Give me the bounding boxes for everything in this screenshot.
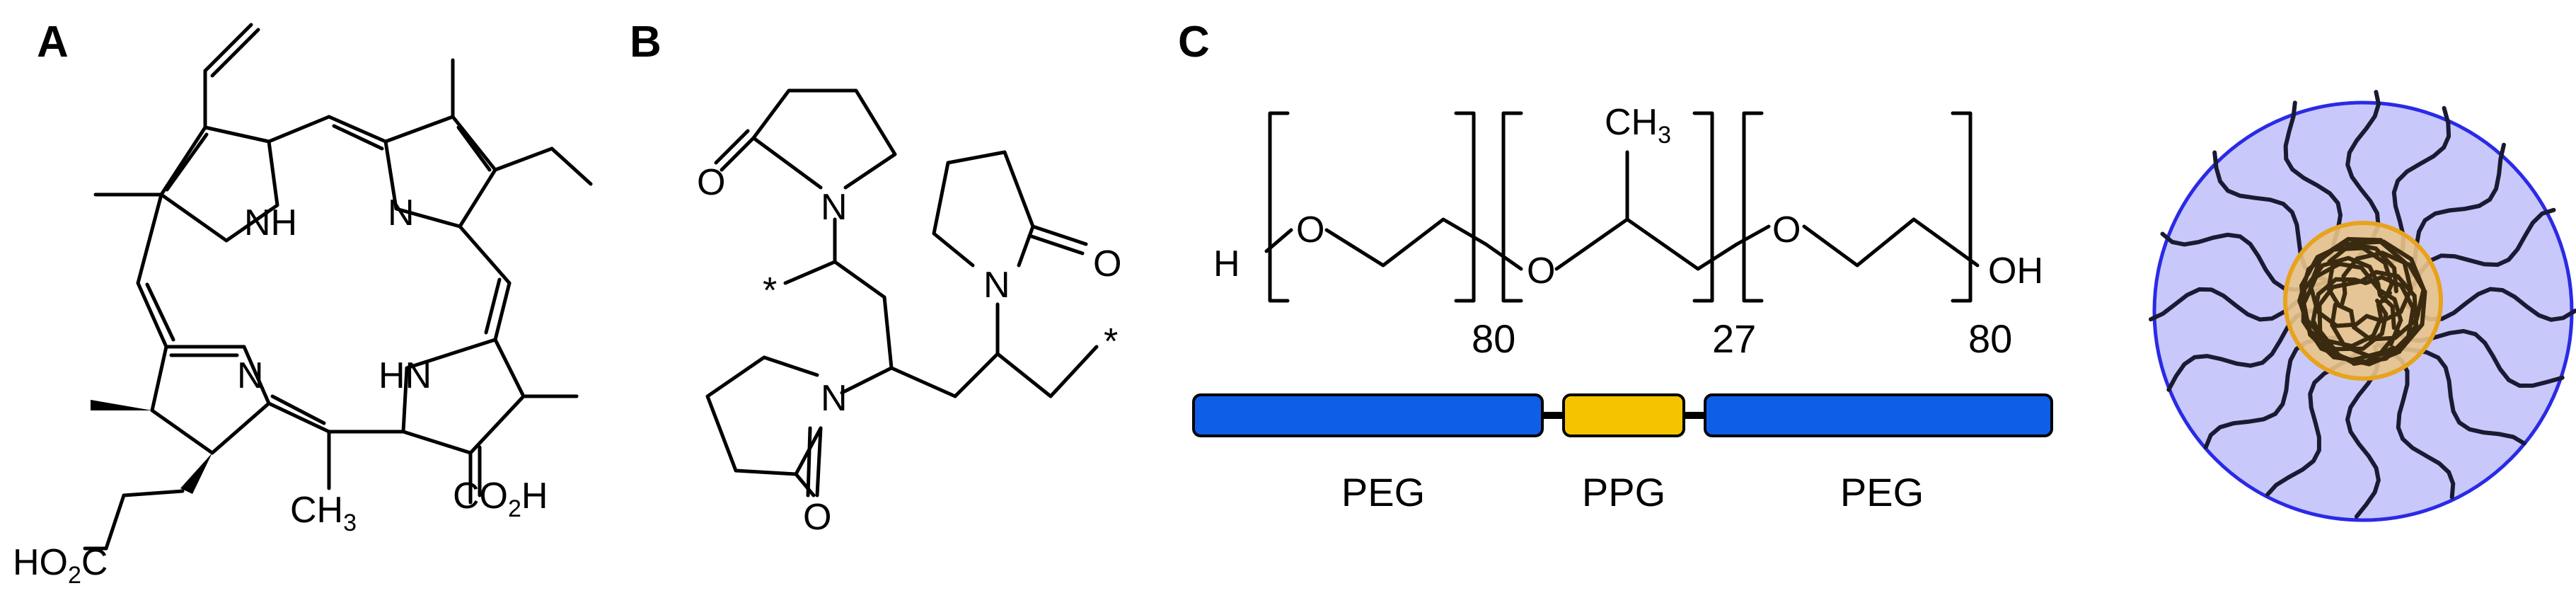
poloxamer-structure [1264,111,1980,303]
peg-label-left: PEG [1341,470,1425,514]
atom-n-top: N [388,192,415,234]
panel-label-a: A [37,18,69,67]
micelle-diagram [2149,90,2576,522]
ppg-block [1562,393,1685,437]
atom-c-o1: O [1296,209,1324,251]
atom-b-n1: N [821,187,848,228]
atom-b-o2: O [1093,243,1121,284]
atom-co2h: CO2H [453,476,548,522]
pvp-structure [705,88,1099,497]
peg-label-right: PEG [1840,470,1924,514]
atom-c-ch3: CH3 [1605,102,1671,149]
atom-b-o1: O [697,162,725,203]
atom-n-bottom: N [237,355,264,396]
atom-ch3: CH3 [290,490,357,536]
atom-b-n2: N [983,265,1010,306]
atom-b-o3: O [803,497,831,538]
ppg-label: PPG [1582,470,1665,514]
atom-b-star2: * [1104,321,1118,362]
atom-hn-bottom: HN [379,355,432,396]
atom-c-o3: O [1772,209,1801,251]
micelle-core-chains [2297,236,2427,367]
atom-b-n3: N [821,378,848,419]
atom-nh-top: NH [244,202,297,243]
block-copolymer-bar [1192,393,2053,437]
peg-block-right [1704,393,2053,437]
core-chain [2301,261,2403,364]
atom-b-star1: * [763,270,777,311]
repeat-count-peg-2: 80 [1968,316,2012,361]
peg-block-left [1192,393,1544,437]
repeat-count-peg-1: 80 [1472,316,1515,361]
panel-label-c: C [1178,18,1210,67]
panel-label-b: B [630,18,662,67]
chlorin-structure [83,23,593,551]
atom-c-h: H [1213,243,1240,284]
core-chain [2297,246,2394,352]
atom-c-o2: O [1527,251,1555,292]
atom-ho2c: HO2C [13,542,108,589]
atom-c-oh: OH [1988,251,2043,292]
core-chain [2311,275,2415,366]
repeat-count-ppg: 27 [1712,316,1756,361]
